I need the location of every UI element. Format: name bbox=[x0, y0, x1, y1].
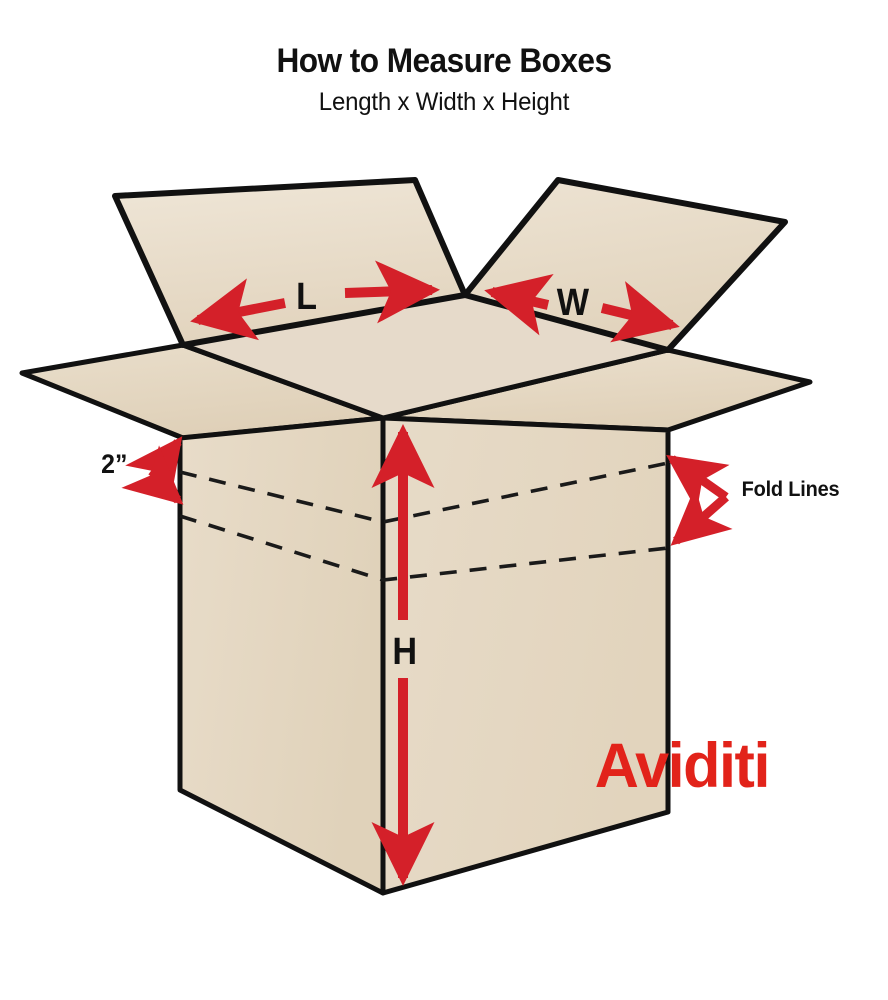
page-subtitle: Length x Width x Height bbox=[318, 88, 570, 116]
fold-lines-label: Fold Lines bbox=[741, 478, 840, 501]
page-title: How to Measure Boxes bbox=[276, 42, 612, 80]
flap-depth-label: 2” bbox=[101, 449, 128, 479]
measurement-arrows bbox=[121, 260, 733, 887]
length-label: L bbox=[296, 276, 318, 318]
arrow-fold-upper bbox=[666, 454, 730, 512]
arrow-flap-depth-down bbox=[121, 445, 184, 505]
fold-line-lower bbox=[179, 514, 669, 582]
fold-line-upper bbox=[179, 461, 669, 524]
width-label: W bbox=[556, 282, 590, 324]
height-label: H bbox=[392, 631, 418, 673]
arrow-width-right bbox=[600, 281, 680, 343]
arrow-width-left bbox=[484, 273, 554, 336]
arrow-flap-depth-up bbox=[125, 436, 183, 500]
arrow-length-right bbox=[344, 260, 440, 324]
arrow-fold-lower bbox=[670, 486, 733, 546]
side-face-left bbox=[177, 415, 386, 896]
arrow-length-left bbox=[190, 278, 286, 341]
aviditi-logo: Aviditi bbox=[594, 731, 771, 801]
side-face-right bbox=[380, 415, 671, 896]
